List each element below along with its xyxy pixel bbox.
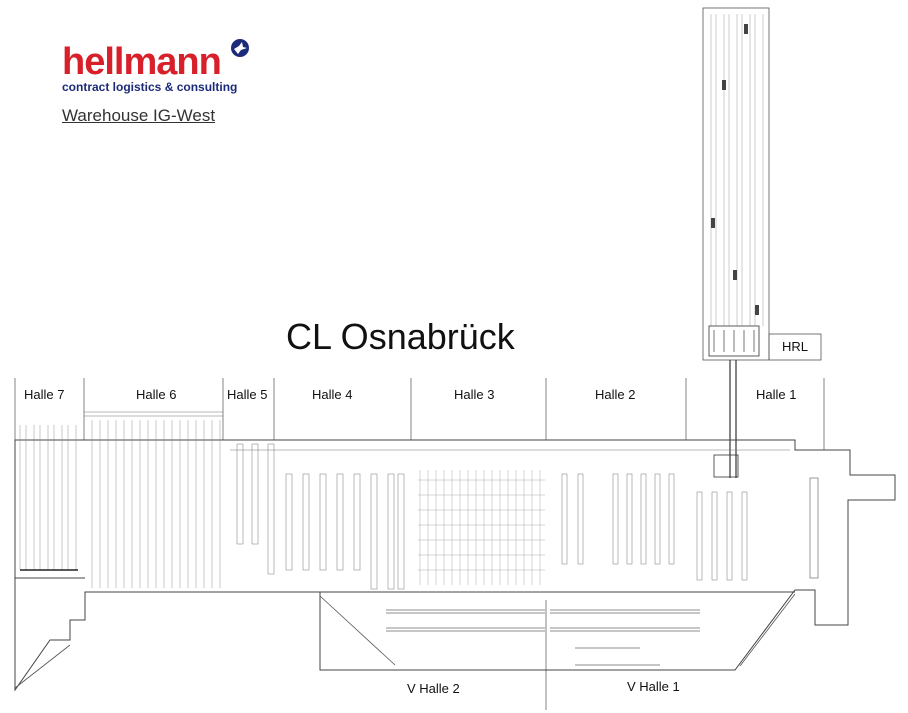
logo-tagline: contract logistics & consulting: [62, 80, 238, 94]
warehouse-title: Warehouse IG-West: [62, 106, 216, 125]
hall-label-3: Halle 3: [454, 387, 495, 402]
hall-label-4: Halle 4: [312, 387, 353, 402]
hrl-racks: [710, 14, 764, 326]
hall-label-2: Halle 2: [595, 387, 636, 402]
rack-rows-halle-2: [561, 473, 675, 565]
hellmann-logo: hellmann contract logistics & consulting: [62, 39, 249, 94]
rack-grid-halle-3: [418, 470, 545, 585]
hall-label-1: Halle 1: [756, 387, 797, 402]
v-hall-label-1: V Halle 1: [627, 679, 680, 694]
rack-rows-halle-4: [285, 473, 405, 590]
building-outline: [14, 439, 896, 692]
hrl-tower: [702, 7, 770, 361]
hall-label-7: Halle 7: [24, 387, 65, 402]
hrl-label: HRL: [782, 339, 809, 354]
rack-rows-halle-1: [696, 477, 819, 581]
hall-label-5: Halle 5: [227, 387, 268, 402]
site-title: CL Osnabrück: [286, 316, 515, 357]
stacker-crane-icons: [711, 24, 759, 315]
v-hall-label-2: V Halle 2: [407, 681, 460, 696]
hrl-conveyor-head: [708, 325, 760, 357]
hrl-label-box: [768, 333, 822, 361]
rack-rows-v-halle: [386, 609, 700, 666]
rack-rows-halle-5: [236, 443, 275, 575]
logo-brand: hellmann: [62, 41, 222, 83]
rack-rows-halle-7-6: [19, 420, 221, 588]
bird-icon: [231, 39, 249, 57]
hall-label-6: Halle 6: [136, 387, 177, 402]
